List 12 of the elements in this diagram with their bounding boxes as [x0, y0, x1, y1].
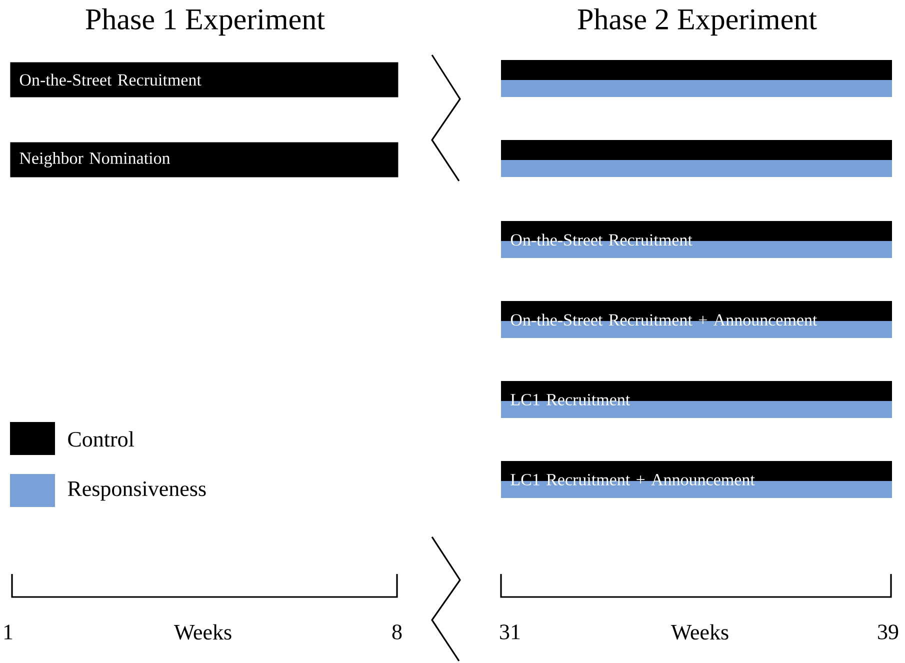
week-number: 1: [4, 624, 12, 640]
week-number: 39: [878, 624, 898, 640]
legend-label: Control: [68, 431, 134, 447]
bar: [501, 140, 892, 177]
bar: [501, 60, 892, 97]
axis-title: Weeks: [670, 624, 728, 640]
week-number: 31: [500, 624, 520, 640]
legend-label: Responsiveness: [68, 481, 206, 501]
week-number: 8: [392, 624, 402, 640]
bar: Neighbor Nomination: [10, 142, 398, 178]
axis-title: Weeks: [174, 624, 232, 640]
bar: On-the-Street Recruitment: [10, 62, 398, 98]
